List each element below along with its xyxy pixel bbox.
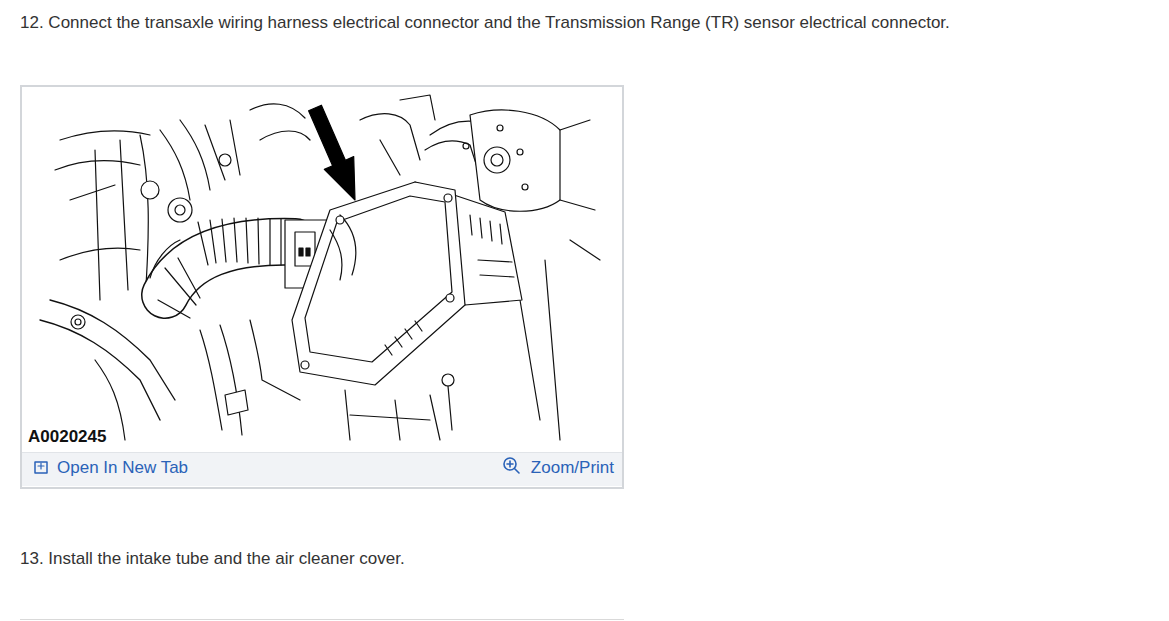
open-link: Open In New Tab [57,458,188,478]
zoom-link: Zoom/Print [531,458,614,478]
figure-id: A0020245 [28,427,106,447]
divider-line [20,619,624,620]
step-instruction: 13. Install the intake tube and the air … [20,549,405,569]
step-instruction: 12. Connect the transaxle wiring harness… [20,13,950,33]
